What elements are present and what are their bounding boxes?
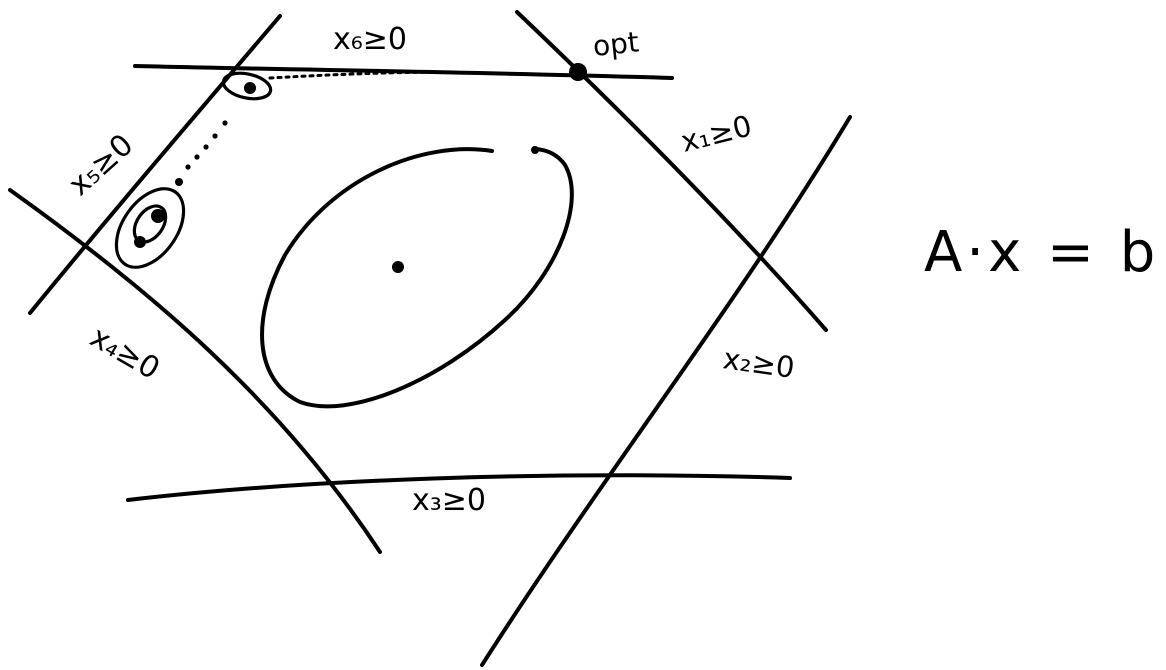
path-point-3 bbox=[175, 178, 183, 186]
label-opt: opt bbox=[591, 25, 640, 63]
ellipse-gap-dot bbox=[531, 146, 539, 154]
label-x2: x₂≥0 bbox=[721, 341, 797, 385]
path-point-2 bbox=[134, 236, 146, 248]
central-ellipse bbox=[260, 147, 574, 409]
constraint-line-x2 bbox=[480, 115, 852, 667]
path-to-optimum-dots bbox=[268, 70, 454, 80]
equation-label: A·x = b bbox=[924, 220, 1159, 285]
corner-ellipse bbox=[221, 71, 273, 101]
label-x3: x₃≥0 bbox=[412, 483, 486, 518]
constraint-line-x5 bbox=[28, 14, 282, 315]
label-x6: x₆≥0 bbox=[333, 22, 407, 57]
constraint-line-x4 bbox=[8, 188, 382, 554]
optimal-vertex-point bbox=[569, 63, 587, 81]
constraint-line-x3 bbox=[126, 473, 792, 502]
constraint-line-x6 bbox=[133, 64, 674, 80]
central-path-dots bbox=[185, 120, 228, 170]
corner-point bbox=[244, 82, 256, 94]
label-x1: x₁≥0 bbox=[677, 108, 755, 158]
label-x4: x₄≥0 bbox=[84, 320, 166, 387]
path-point-1 bbox=[151, 209, 165, 223]
analytic-center-point bbox=[392, 261, 404, 273]
path-ellipse-outer bbox=[114, 187, 186, 269]
constraint-line-x1 bbox=[515, 10, 828, 332]
